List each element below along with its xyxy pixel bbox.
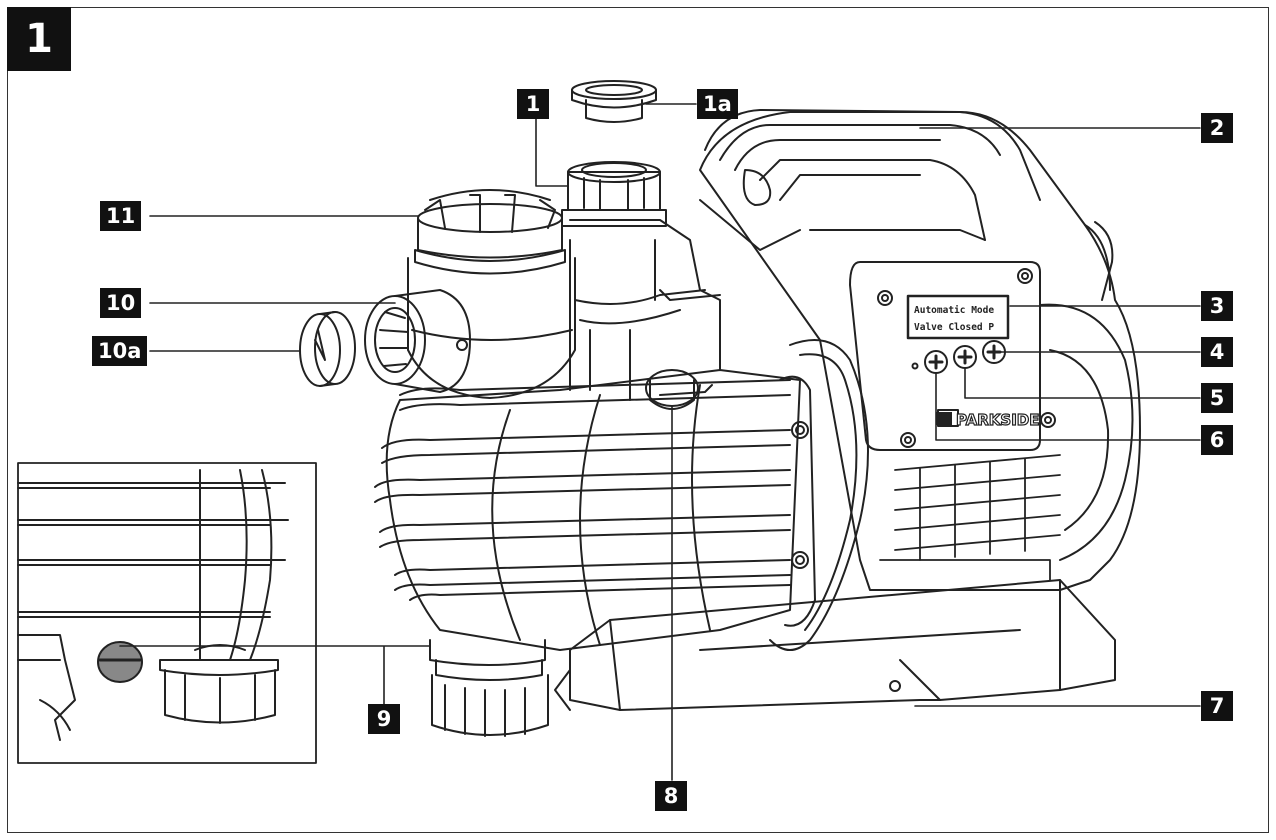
brand-logo: PARKSIDE [936, 410, 1040, 430]
callout-8: 8 [655, 781, 687, 811]
inset-detail [17, 462, 317, 764]
carry-handle [699, 109, 1041, 251]
callout-6: 6 [1201, 425, 1233, 455]
flange-ring [769, 339, 869, 651]
callout-1a: 1a [697, 89, 738, 119]
callout-5: 5 [1201, 383, 1233, 413]
callout-2: 2 [1201, 113, 1233, 143]
callout-9: 9 [368, 704, 400, 734]
outlet-cap [571, 80, 657, 123]
figure-frame [7, 7, 1269, 833]
motor-housing [699, 111, 1141, 591]
upper-neck [569, 219, 721, 401]
leader-6 [935, 372, 1201, 441]
lcd-line-1: Automatic Mode [914, 305, 994, 316]
leader-lines [119, 103, 1201, 781]
callout-3: 3 [1201, 291, 1233, 321]
leader-1 [535, 111, 569, 187]
cooling-vents [879, 454, 1061, 581]
prefilter-lid [414, 189, 566, 275]
pump-base [554, 579, 1116, 711]
inlet-cap [299, 311, 356, 387]
control-panel [849, 261, 1056, 451]
suction-inlet [364, 289, 471, 393]
brand-name: PARKSIDE [956, 411, 1039, 429]
callout-1: 1 [517, 89, 549, 119]
bottom-drain [429, 639, 549, 737]
callout-10: 10 [100, 288, 142, 318]
lcd-line-2: Valve Closed P [914, 322, 994, 333]
leader-5 [964, 367, 1201, 399]
callout-10a: 10a [92, 336, 148, 366]
discharge-outlet [561, 161, 667, 227]
leader-9 [119, 645, 431, 707]
pump-body [374, 369, 809, 651]
prefilter-housing [407, 257, 576, 399]
callout-7: 7 [1201, 691, 1233, 721]
figure-number: 1 [7, 7, 71, 71]
callout-4: 4 [1201, 337, 1233, 367]
callout-11: 11 [100, 201, 142, 231]
